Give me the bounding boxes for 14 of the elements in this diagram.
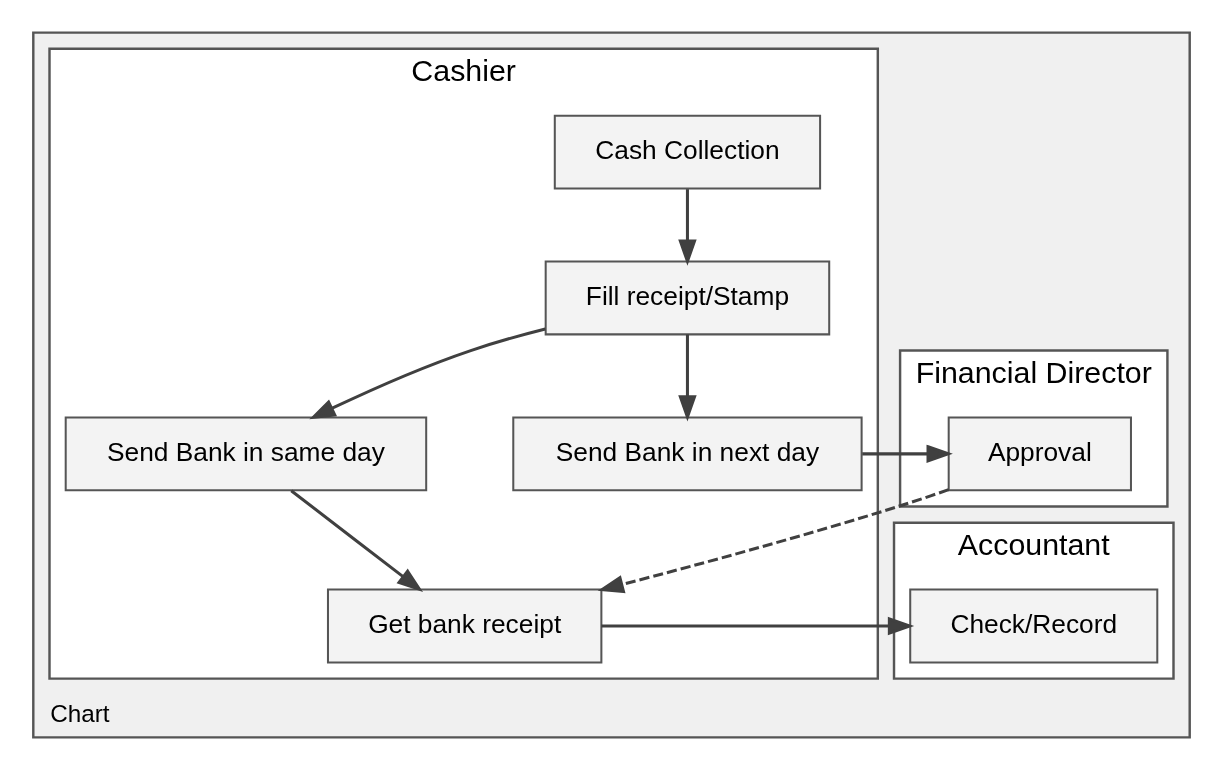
node-box: Get bank receipt xyxy=(326,588,602,664)
node-box: Check/Record xyxy=(908,588,1158,664)
node-box: Send Bank in next day xyxy=(511,416,863,492)
arrow xyxy=(861,444,953,464)
node-box: Send Bank in same day xyxy=(64,416,427,492)
arrow xyxy=(677,334,697,422)
arrow xyxy=(289,489,423,592)
arrow xyxy=(308,327,546,420)
arrow xyxy=(600,616,914,636)
node-box: Cash Collection xyxy=(553,114,821,190)
node-box: Approval xyxy=(947,416,1132,492)
arrow xyxy=(677,189,697,266)
arrow xyxy=(597,488,949,594)
node-box: Fill receipt/Stamp xyxy=(544,260,830,336)
